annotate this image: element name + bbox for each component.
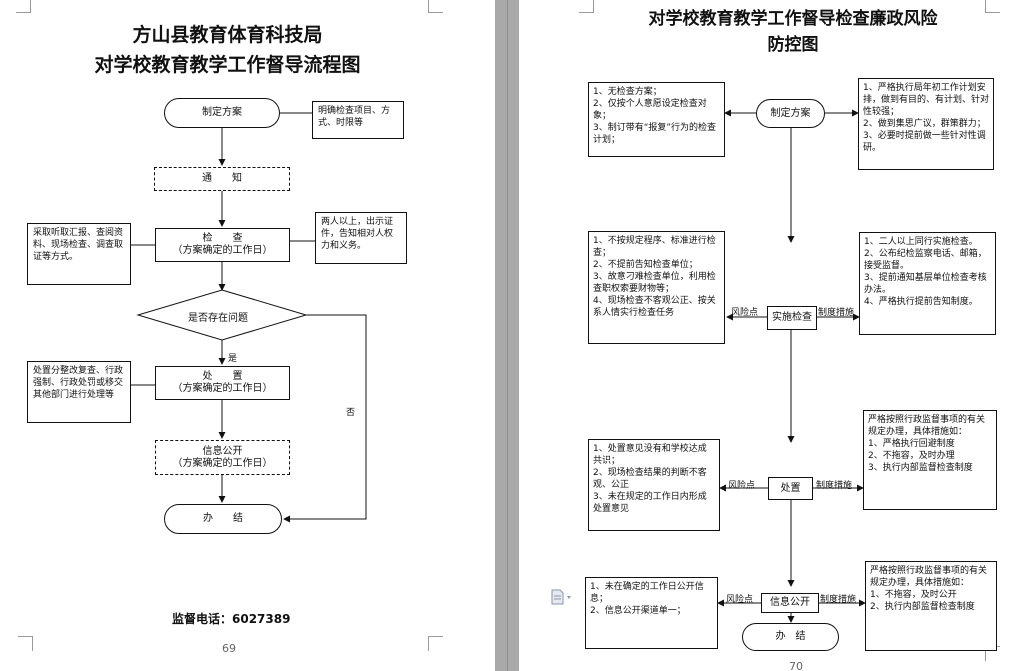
flow-check-label: 检 查 — [202, 233, 243, 244]
flow-handle: 处 置 （方案确定的工作日） — [155, 366, 290, 400]
measure-label-handle: 制度措施 — [816, 481, 853, 491]
risk-item: 4、现场检查不客观公正、按关系人情实行检查任务 — [593, 296, 716, 318]
check-method-text: 采取听取汇报、查阅资料、现场检查、调查取证等方式。 — [33, 228, 124, 262]
risk-flow-check: 实施检查 — [767, 306, 817, 330]
page-right: 对学校教育教学工作督导检查廉政风险 防控图 制定方案 实施检查 处置 信息公开 … — [519, 0, 1022, 671]
page-number: 70 — [789, 660, 803, 671]
risk-box-handle: 1、处置意见没有和学校达成共识； 2、现场检查结果的判断不客观、公正 3、未在规… — [588, 439, 720, 531]
risk-flow-end: 办 结 — [742, 623, 839, 651]
risk-flow-plan-label: 制定方案 — [770, 107, 811, 119]
risk-label-handle: 风险点 — [728, 481, 756, 491]
risk-flow-check-label: 实施检查 — [772, 312, 812, 323]
measure-item: 2、公布纪检监察电话、邮箱，接受监督。 — [864, 249, 987, 271]
risk-box-publish: 1、未在确定的工作日公开信息； 2、信息公开渠道单一； — [585, 577, 718, 649]
flow-publish: 信息公开 （方案确定的工作日） — [155, 440, 290, 475]
risk-label-publish: 风险点 — [726, 595, 754, 605]
flow-check: 检 查 （方案确定的工作日） — [155, 228, 290, 262]
risk-flow-publish-label: 信息公开 — [770, 597, 810, 608]
risk-item: 3、故意刁难检查单位，利用检查职权索要财物等； — [593, 272, 716, 294]
crop-mark — [16, 0, 31, 13]
page-left: 方山县教育体育科技局 对学校教育教学工作督导流程图 制定方案 明确检查项目、方式… — [0, 0, 495, 671]
doc-title-2: 防控图 — [767, 35, 819, 55]
risk-item: 2、不提前告知检查单位； — [593, 260, 698, 270]
flow-notice-label: 通 知 — [202, 173, 242, 184]
doc-title-1: 对学校教育教学工作督导检查廉政风险 — [648, 9, 938, 29]
risk-item: 1、未在确定的工作日公开信息； — [590, 582, 704, 604]
risk-item: 1、处置意见没有和学校达成共识； — [593, 444, 707, 466]
no-label: 否 — [346, 408, 356, 418]
measure-item: 2、做到集思广议，群策群力； — [863, 119, 986, 129]
measure-item: 1、不拖容，及时公开 — [870, 590, 957, 600]
flow-handle-label: 处 置 — [202, 371, 243, 382]
risk-item: 1、无检查方案； — [593, 87, 662, 97]
measure-box-handle: 严格按照行政监督事项的有关规定办理，具体措施如： 1、严格执行回避制度 2、不拖… — [863, 410, 997, 510]
risk-item: 3、未在规定的工作日内形成处置意见 — [593, 492, 707, 514]
doc-title-1: 方山县教育体育科技局 — [132, 24, 323, 46]
measure-intro: 严格按照行政监督事项的有关规定办理，具体措施如： — [868, 415, 986, 437]
measure-item: 3、提前通知基层单位检查考核办法。 — [864, 273, 987, 295]
doc-title-2: 对学校教育教学工作督导流程图 — [94, 54, 361, 76]
plan-note-text: 明确检查项目、方式、时限等 — [318, 106, 391, 128]
check-rule-note: 两人以上，出示证件，告知相对人权力和义务。 — [315, 212, 407, 264]
measure-item: 2、执行内部监督检查制度 — [870, 602, 975, 612]
risk-flow-end-label: 办 结 — [775, 631, 806, 642]
risk-flow-plan: 制定方案 — [756, 99, 825, 128]
document-icon[interactable] — [550, 589, 574, 605]
risk-flow-handle: 处置 — [768, 477, 813, 500]
risk-item: 1、不按规定程序、标准进行检查； — [593, 236, 716, 258]
flow-plan-label: 制定方案 — [202, 107, 242, 118]
crop-mark — [579, 0, 594, 13]
flow-publish-sub: （方案确定的工作日） — [172, 457, 273, 469]
flow-check-sub: （方案确定的工作日） — [172, 245, 273, 256]
measure-item: 1、二人以上同行实施检查。 — [864, 237, 978, 247]
flow-publish-label: 信息公开 — [202, 445, 243, 457]
handle-method-text: 处置分整改复查、行政强制、行政处罚或移交其他部门进行处理等 — [33, 366, 124, 400]
page-number: 69 — [222, 642, 236, 655]
yes-label: 是 — [228, 354, 238, 364]
page-divider — [507, 0, 508, 671]
crop-mark — [18, 636, 33, 651]
risk-box-check: 1、不按规定程序、标准进行检查； 2、不提前告知检查单位； 3、故意刁难检查单位… — [588, 231, 725, 344]
measure-label-check: 制度措施 — [818, 308, 855, 318]
decision-label: 是否存在问题 — [188, 313, 248, 324]
risk-label-check: 风险点 — [731, 308, 759, 318]
measure-intro: 严格按照行政监督事项的有关规定办理，具体措施如： — [870, 566, 988, 588]
flow-connectors — [131, 112, 367, 523]
crop-mark — [428, 0, 443, 13]
measure-item: 1、严格执行局年初工作计划安排，做到有目的、有计划、针对性较强； — [863, 83, 990, 117]
check-method-note: 采取听取汇报、查阅资料、现场检查、调查取证等方式。 — [27, 223, 131, 285]
risk-item: 3、制订带有“报复”行为的检查计划； — [593, 123, 717, 145]
risk-box-plan: 1、无检查方案； 2、仅按个人意愿设定检查对象； 3、制订带有“报复”行为的检查… — [588, 82, 725, 157]
flow-handle-sub: （方案确定的工作日） — [172, 383, 273, 394]
flow-end: 办 结 — [164, 504, 282, 534]
check-rule-text: 两人以上，出示证件，告知相对人权力和义务。 — [321, 217, 394, 251]
crop-mark — [985, 0, 1000, 13]
risk-item: 2、信息公开渠道单一； — [590, 606, 686, 616]
measure-item: 4、严格执行提前告知制度。 — [864, 297, 978, 307]
risk-flow-handle-label: 处置 — [780, 482, 801, 494]
measure-item: 3、执行内部监督检查制度 — [868, 463, 973, 473]
measure-item: 3、必要时提前做一些针对性调研。 — [863, 131, 986, 153]
flow-plan: 制定方案 — [164, 98, 280, 128]
measure-item: 1、严格执行回避制度 — [868, 439, 955, 449]
plan-note: 明确检查项目、方式、时限等 — [312, 101, 404, 139]
risk-item: 2、仅按个人意愿设定检查对象； — [593, 99, 707, 121]
risk-flow-publish: 信息公开 — [761, 593, 819, 613]
flow-end-label: 办 结 — [203, 513, 243, 524]
crop-mark — [428, 636, 443, 651]
measure-label-publish: 制度措施 — [820, 595, 857, 605]
risk-connectors — [717, 109, 866, 623]
measure-item: 2、不拖容，及时办理 — [868, 451, 955, 461]
flow-notice: 通 知 — [154, 167, 290, 191]
measure-box-plan: 1、严格执行局年初工作计划安排，做到有目的、有计划、针对性较强； 2、做到集思广… — [858, 78, 994, 170]
measure-box-publish: 严格按照行政监督事项的有关规定办理，具体措施如： 1、不拖容，及时公开 2、执行… — [865, 561, 997, 651]
supervision-phone: 监督电话：6027389 — [172, 612, 291, 626]
risk-item: 2、现场检查结果的判断不客观、公正 — [593, 468, 707, 490]
measure-box-check: 1、二人以上同行实施检查。 2、公布纪检监察电话、邮箱，接受监督。 3、提前通知… — [859, 232, 996, 335]
handle-method-note: 处置分整改复查、行政强制、行政处罚或移交其他部门进行处理等 — [27, 361, 131, 423]
